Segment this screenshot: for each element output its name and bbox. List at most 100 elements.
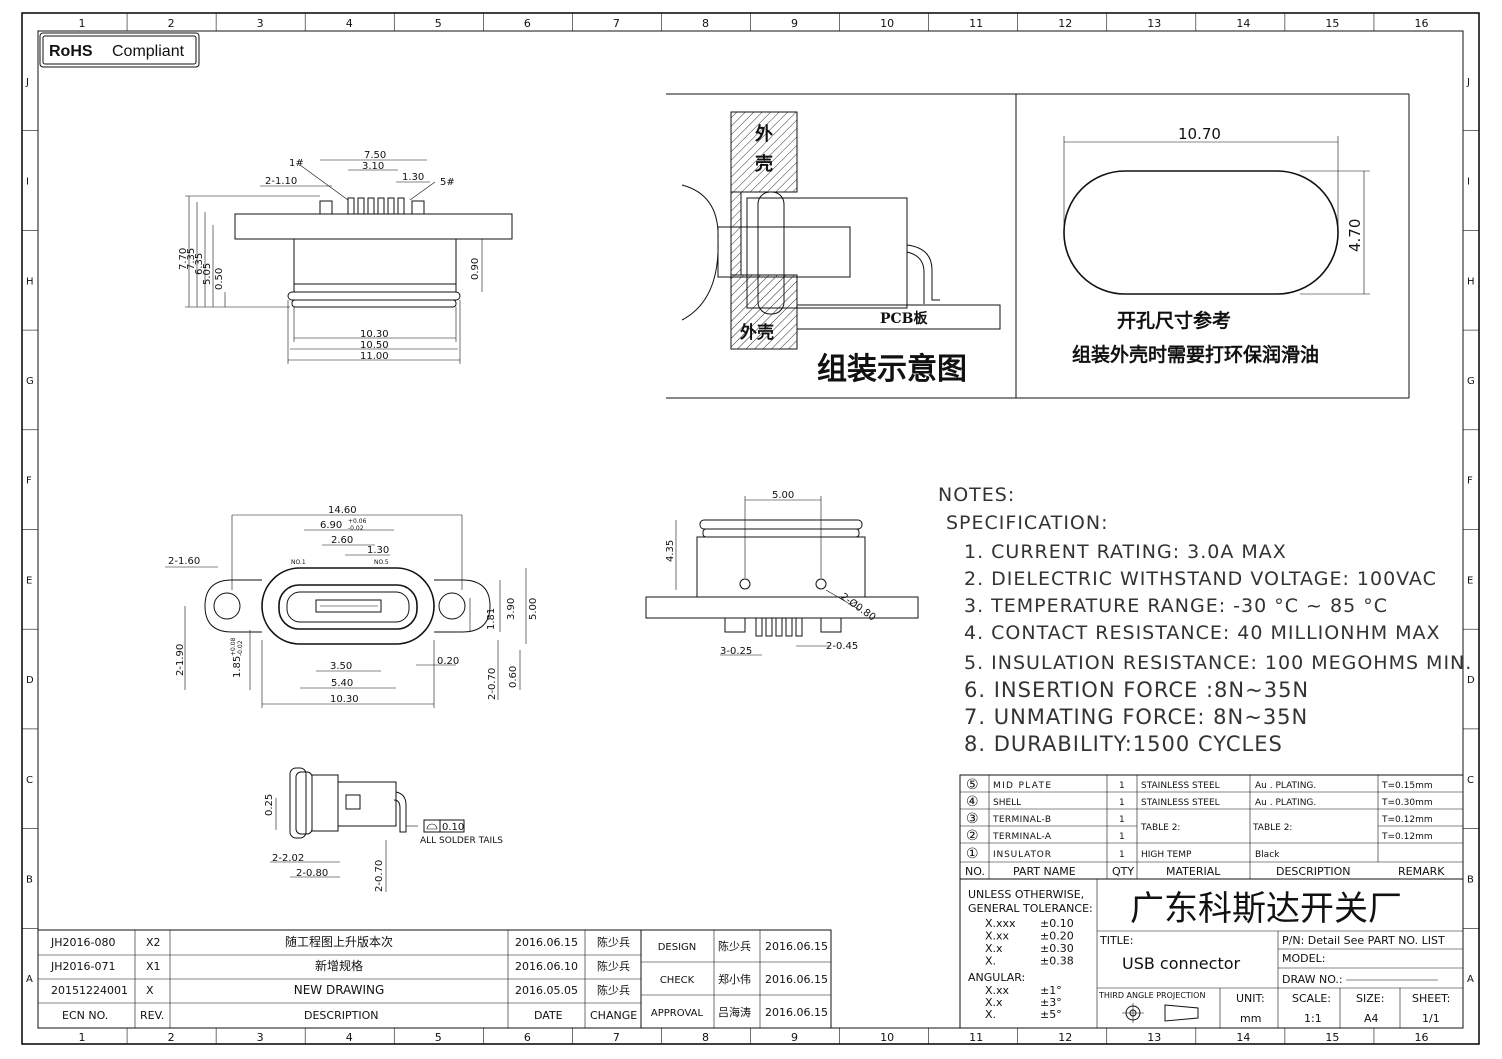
border-row-label-right: B xyxy=(1467,874,1474,885)
dim-label: 5.00 xyxy=(772,490,794,501)
bom-part-name: SHELL xyxy=(993,798,1021,808)
signoff-role: DESIGN xyxy=(658,942,697,953)
border-row-label-left: A xyxy=(26,974,33,985)
border-col-label-top: 10 xyxy=(880,17,894,30)
border-col-label-bottom: 5 xyxy=(435,1031,442,1044)
dim-label: 6.90 xyxy=(320,520,342,531)
projection-label: THIRD ANGLE PROJECTION xyxy=(1098,991,1205,1000)
dim-label: 2-1.10 xyxy=(265,176,297,187)
size-value: A4 xyxy=(1364,1012,1379,1025)
tol-title: GENERAL TOLERANCE: xyxy=(968,902,1093,915)
dim-label: 3.10 xyxy=(362,161,384,172)
rev-changed-by: 陈少兵 xyxy=(597,983,630,997)
bom-description: Black xyxy=(1255,850,1280,860)
border-row-label-right: C xyxy=(1467,775,1474,786)
tol-label: -0.02 xyxy=(237,640,244,656)
title-label: TITLE: xyxy=(1099,934,1133,947)
tol-format: X. xyxy=(985,955,996,968)
dim-label: 2-0.70 xyxy=(487,668,498,700)
rohs-bold: RoHS xyxy=(49,43,93,60)
border-col-label-top: 6 xyxy=(524,17,531,30)
bom-qty: 1 xyxy=(1119,832,1125,842)
bom-header: QTY xyxy=(1112,865,1134,878)
pin-label: NO.1 xyxy=(291,559,306,566)
dim-label: 3-0.25 xyxy=(720,646,752,657)
rev-code: X xyxy=(146,984,154,997)
dim-label: 11.00 xyxy=(360,351,389,362)
border-col-label-bottom: 6 xyxy=(524,1031,531,1044)
note-item: 4. CONTACT RESISTANCE: 40 MILLIONHM MAX xyxy=(964,622,1441,644)
border-col-label-top: 3 xyxy=(257,17,264,30)
bom-header: NO. xyxy=(965,865,985,878)
rev-ecn: JH2016-080 xyxy=(50,936,115,949)
border-col-label-bottom: 4 xyxy=(346,1031,353,1044)
cutout-height: 4.70 xyxy=(1346,219,1364,252)
flatness-value: 0.10 xyxy=(442,822,464,833)
border-col-label-top: 11 xyxy=(969,17,983,30)
border-col-label-bottom: 1 xyxy=(79,1031,86,1044)
bom-remark: T=0.12mm xyxy=(1381,832,1433,842)
signoff-role: CHECK xyxy=(660,975,695,986)
tol-label: +0.08 xyxy=(230,637,237,656)
rev-ecn: 20151224001 xyxy=(51,984,128,997)
rev-changed-by: 陈少兵 xyxy=(597,959,630,973)
bom-part-name: INSULATOR xyxy=(993,850,1051,860)
bom-description: Au . PLATING. xyxy=(1255,781,1316,791)
border-row-label-left: J xyxy=(25,77,29,88)
bom-remark: T=0.15mm xyxy=(1381,781,1433,791)
sheet-value: 1/1 xyxy=(1422,1012,1440,1025)
border-col-label-top: 2 xyxy=(168,17,175,30)
bom-material: STAINLESS STEEL xyxy=(1141,798,1220,808)
border-col-label-bottom: 14 xyxy=(1236,1031,1250,1044)
sheet-label: SHEET: xyxy=(1412,992,1450,1005)
rev-ecn: JH2016-071 xyxy=(50,960,115,973)
tol-format: X.xx xyxy=(985,930,1010,943)
bom-remark: T=0.12mm xyxy=(1381,815,1433,825)
tol-value: ±0.10 xyxy=(1040,917,1074,930)
dim-label: 10.30 xyxy=(330,694,359,705)
rev-code: X2 xyxy=(146,936,161,949)
border-col-label-bottom: 7 xyxy=(613,1031,620,1044)
tol-format: X.x xyxy=(985,942,1003,955)
scale-value: 1:1 xyxy=(1304,1012,1322,1025)
bottom-view: 0.10 ALL SOLDER TAILS 0.25 2-2.02 2-0.80… xyxy=(264,767,503,892)
tol-value: ±0.20 xyxy=(1040,930,1074,943)
company-name: 广东科斯达开关厂 xyxy=(1130,889,1402,929)
tol-format: X.xxx xyxy=(985,917,1016,930)
dim-label: 7.70 xyxy=(178,248,189,270)
bom-description: Au . PLATING. xyxy=(1255,798,1316,808)
dim-label: 2-0.45 xyxy=(826,641,858,652)
assembly-diagram: 外 壳 外壳 PCB板 组装示意图 xyxy=(666,93,1410,399)
dim-label: 0.20 xyxy=(437,656,459,667)
bom-no: ④ xyxy=(966,794,979,810)
signoff-name: 陈少兵 xyxy=(718,939,751,953)
dim-label: 3.90 xyxy=(506,598,517,620)
bom-header: MATERIAL xyxy=(1166,865,1221,878)
pcb-label: PCB板 xyxy=(880,310,929,327)
ang-value: ±1° xyxy=(1040,984,1062,997)
border-col-label-bottom: 13 xyxy=(1147,1031,1161,1044)
shell-label-top-2: 壳 xyxy=(754,153,773,175)
rohs-text: Compliant xyxy=(112,43,185,60)
dim-label: 5.40 xyxy=(331,678,353,689)
ang-value: ±5° xyxy=(1040,1008,1062,1021)
rev-date: 2016.06.10 xyxy=(515,960,578,973)
model-label: MODEL: xyxy=(1282,952,1325,965)
border-row-label-left: I xyxy=(26,177,29,188)
border-col-label-bottom: 15 xyxy=(1325,1031,1339,1044)
ang-format: X.xx xyxy=(985,984,1010,997)
signoff-date: 2016.06.15 xyxy=(765,973,828,986)
tol-label: -0.02 xyxy=(348,525,364,532)
rev-date: 2016.06.15 xyxy=(515,936,578,949)
signoff-name: 郑小伟 xyxy=(718,972,751,986)
dim-label: 1.85 xyxy=(232,656,243,678)
dim-label: 2-1.60 xyxy=(168,556,200,567)
border-col-label-bottom: 16 xyxy=(1414,1031,1428,1044)
rev-description: 新增规格 xyxy=(315,958,363,973)
size-label: SIZE: xyxy=(1356,992,1384,1005)
ang-format: X. xyxy=(985,1008,996,1021)
tol-title: UNLESS OTHERWISE, xyxy=(968,888,1084,901)
bom-header: PART NAME xyxy=(1013,865,1076,878)
border-col-label-top: 7 xyxy=(613,17,620,30)
